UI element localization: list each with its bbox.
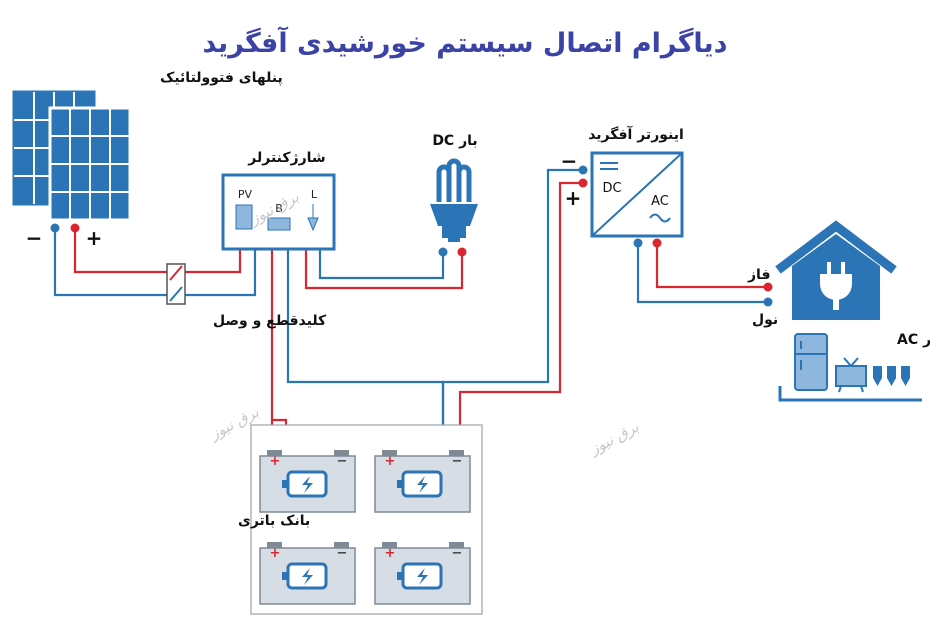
phase-label: فاز: [747, 267, 770, 283]
dc-load-negative-wire: [318, 243, 445, 280]
svg-text:−: −: [452, 454, 463, 469]
dc-load-positive-wire: [304, 243, 464, 290]
inverter-plus-sign: +: [565, 186, 582, 210]
svg-text:+: +: [385, 454, 396, 469]
ac-load-label: بار AC: [897, 332, 930, 348]
charge-controller-label: شارژکنترلر: [247, 150, 325, 166]
inverter-label: اینورتر آفگرید: [588, 125, 684, 143]
battery-bank-label: بانک باتری: [238, 513, 310, 529]
dc-load-label: بار DC: [432, 133, 477, 149]
svg-text:+: +: [270, 454, 281, 469]
pv-panels-label: پنلهای فتوولتائیک: [160, 70, 283, 86]
neutral-label: نول: [752, 312, 778, 328]
svg-text:+: +: [270, 546, 281, 561]
tv-icon: [835, 357, 867, 393]
pv-minus-sign: −: [26, 226, 43, 250]
controller-load-port: L: [311, 188, 318, 201]
cfl-bulb-icon: [430, 158, 478, 242]
neutral-wire: [636, 243, 768, 304]
inverter-icon: DC AC: [590, 151, 684, 238]
svg-text:−: −: [452, 546, 463, 561]
svg-text:+: +: [385, 546, 396, 561]
controller-pv-port: PV: [238, 188, 253, 201]
battery-negative-wire: [286, 243, 445, 433]
switch-label: کلیدقطع و وصل: [213, 313, 327, 329]
watermark-right: برق نیوز: [585, 418, 642, 460]
phase-wire: [655, 243, 768, 289]
inverter-negative-wire: [441, 168, 583, 433]
wiring: [53, 168, 768, 433]
svg-text:−: −: [337, 454, 348, 469]
inverter-dc-port: DC: [602, 181, 621, 196]
controller-battery-port: B: [275, 202, 283, 215]
fridge-icon: [794, 333, 828, 391]
pv-positive-wire: [73, 228, 242, 274]
svg-text:−: −: [337, 546, 348, 561]
diagram-title: دیاگرام اتصال سیستم خورشیدی آفگرید: [202, 26, 727, 59]
solar-panel-icon: [12, 90, 132, 222]
battery-icon: + − + − + − + −: [259, 450, 471, 605]
pv-plus-sign: +: [86, 226, 103, 250]
inverter-positive-wire: [458, 181, 583, 433]
lamp-icon: [873, 366, 910, 386]
pv-negative-wire: [53, 228, 257, 297]
inverter-minus-sign: −: [561, 149, 578, 173]
charge-controller-icon: PV B L: [221, 173, 336, 251]
house-plug-icon: [775, 220, 897, 320]
switch-icon: [166, 263, 186, 305]
inverter-ac-port: AC: [651, 194, 669, 209]
appliance-shelf: [778, 386, 922, 402]
